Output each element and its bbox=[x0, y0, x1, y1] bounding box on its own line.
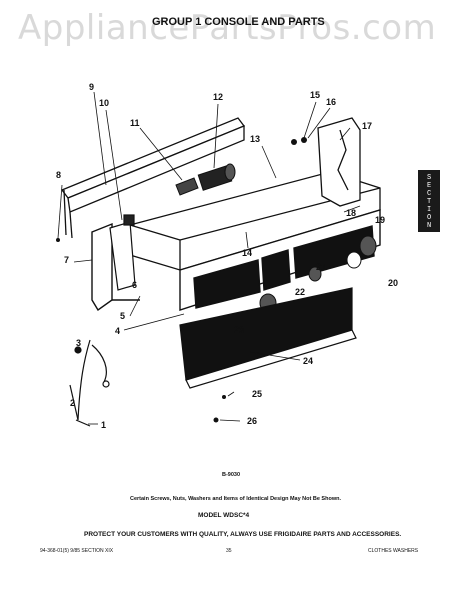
callout-label: 21 bbox=[316, 262, 327, 272]
callout-label: 26 bbox=[247, 416, 258, 426]
tab-letter: I bbox=[427, 206, 432, 214]
knob-19 bbox=[359, 235, 377, 257]
screw-25 bbox=[222, 395, 226, 399]
callout-label: 25 bbox=[252, 389, 263, 399]
callout-label: 12 bbox=[213, 92, 224, 102]
callout-label: 15 bbox=[310, 90, 321, 100]
tab-letter: T bbox=[427, 198, 432, 206]
tab-letter: O bbox=[427, 214, 432, 222]
page-title: GROUP 1 CONSOLE AND PARTS bbox=[152, 16, 325, 28]
right-end-cap bbox=[317, 117, 361, 207]
switch-bracket bbox=[175, 177, 199, 196]
callout-label: 3 bbox=[76, 338, 82, 348]
control-panel bbox=[179, 209, 381, 311]
fine-print-note: Certain Screws, Nuts, Washers and Items … bbox=[130, 496, 341, 502]
callout-label: 14 bbox=[242, 248, 253, 258]
figure-code: B-9030 bbox=[222, 472, 241, 478]
callout-label: 17 bbox=[362, 121, 373, 131]
callout-label: 10 bbox=[99, 98, 110, 108]
trim-strip bbox=[179, 287, 357, 389]
tab-letter: S bbox=[427, 174, 432, 182]
callout-label: 6 bbox=[132, 280, 138, 290]
footer-left: 94-368-01(5) 9/85 SECTION XIX bbox=[40, 548, 114, 554]
screw-16 bbox=[301, 137, 307, 143]
callout-label: 19 bbox=[375, 215, 386, 225]
watermark: AppliancePartsPros.com bbox=[18, 8, 437, 48]
callout-label: 11 bbox=[130, 118, 140, 128]
callout-label: 9 bbox=[89, 82, 95, 92]
callout-label: 1 bbox=[101, 420, 107, 430]
callout-label: 20 bbox=[388, 278, 399, 288]
console-back-panel bbox=[60, 117, 246, 239]
tab-letter: E bbox=[427, 182, 432, 190]
callout-label: 4 bbox=[115, 326, 121, 336]
callout-label: 2 bbox=[70, 398, 76, 408]
left-bracket bbox=[109, 214, 136, 291]
callout-label: 23 bbox=[234, 325, 245, 335]
screw-8 bbox=[56, 238, 60, 242]
screws bbox=[56, 137, 307, 423]
footer-page-number: 35 bbox=[226, 548, 232, 554]
callout-label: 7 bbox=[64, 255, 70, 265]
section-tab: S E C T I O N bbox=[418, 170, 440, 232]
callout-label: 16 bbox=[326, 97, 337, 107]
wire-harness bbox=[69, 339, 110, 427]
screw-15 bbox=[291, 139, 297, 145]
knob-20 bbox=[346, 251, 362, 269]
screw-26 bbox=[213, 417, 219, 423]
quality-slogan: PROTECT YOUR CUSTOMERS WITH QUALITY, ALW… bbox=[84, 531, 402, 538]
timer-part bbox=[197, 163, 236, 191]
leader-lines bbox=[57, 91, 361, 425]
callout-label: 5 bbox=[120, 311, 126, 321]
model-label: MODEL WDSC*4 bbox=[198, 512, 250, 519]
callout-label: 8 bbox=[56, 170, 62, 180]
callout-label: 22 bbox=[295, 287, 306, 297]
footer-right: CLOTHES WASHERS bbox=[368, 548, 419, 554]
callout-label: 13 bbox=[250, 134, 261, 144]
callout-label: 18 bbox=[346, 208, 357, 218]
tab-letter: C bbox=[427, 190, 432, 198]
callout-label: 24 bbox=[303, 356, 314, 366]
knob-21 bbox=[308, 266, 322, 282]
tab-letter: N bbox=[427, 222, 432, 230]
left-end-cap bbox=[91, 222, 140, 312]
